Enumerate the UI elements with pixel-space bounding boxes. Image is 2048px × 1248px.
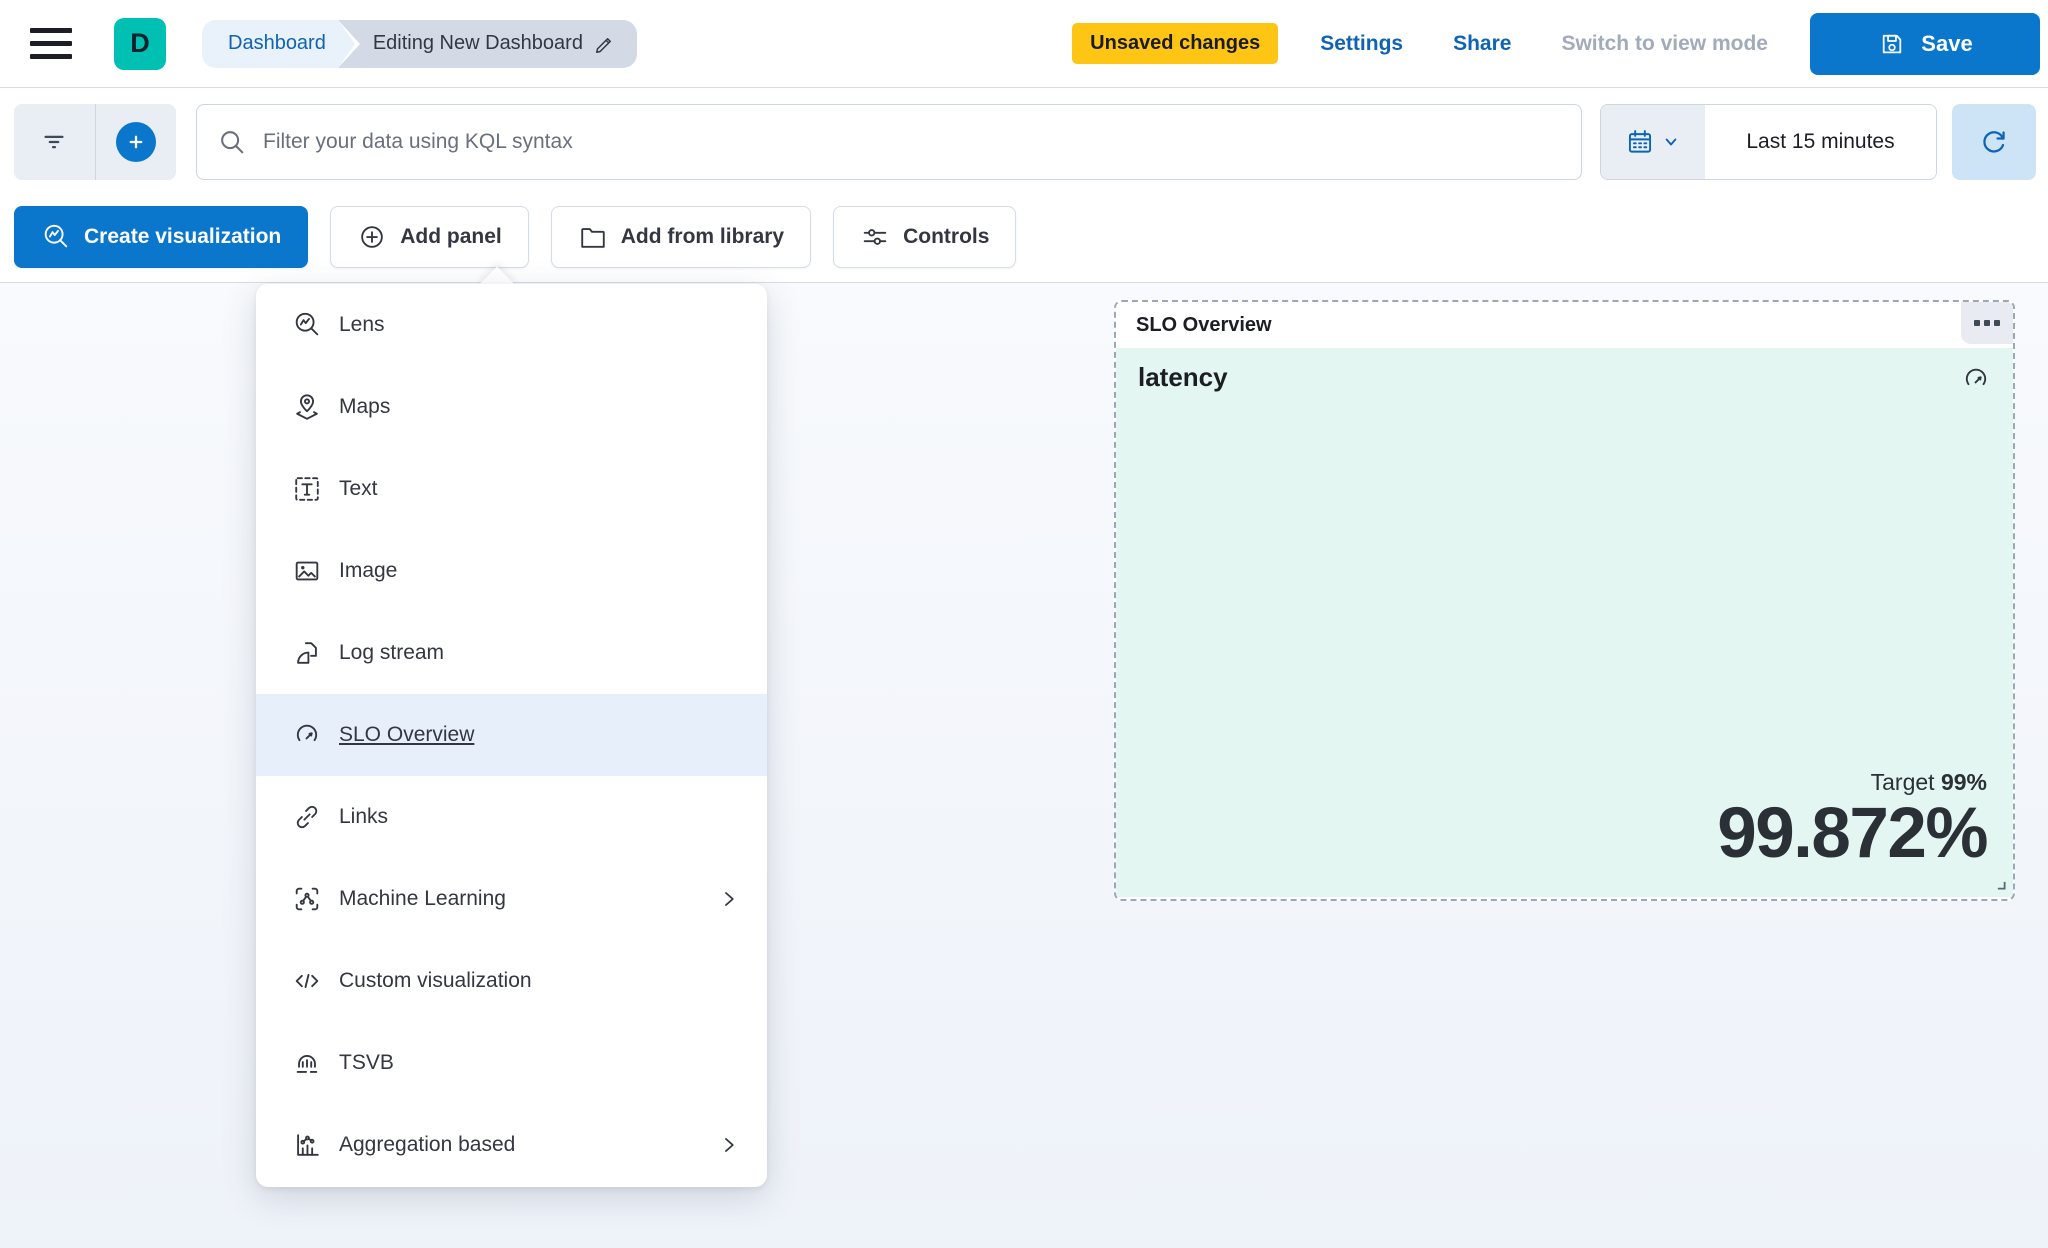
time-picker: Last 15 minutes — [1600, 104, 1937, 180]
query-filter-bar: Last 15 minutes — [0, 88, 2048, 196]
menu-item-links[interactable]: Links — [256, 776, 767, 858]
menu-item-lens[interactable]: Lens — [256, 284, 767, 366]
chevron-right-icon — [717, 887, 741, 911]
chevron-right-icon — [717, 1133, 741, 1157]
filter-menu-button[interactable] — [14, 104, 95, 180]
panel-resize-handle[interactable] — [1990, 874, 2008, 892]
time-picker-calendar-button[interactable] — [1601, 105, 1705, 179]
switch-to-view-mode-link[interactable]: Switch to view mode — [1561, 31, 1768, 55]
refresh-button[interactable] — [1952, 104, 2036, 180]
slo-target: Target 99% — [1870, 769, 1987, 796]
refresh-icon — [1979, 127, 2009, 157]
lens-icon — [292, 310, 322, 340]
links-icon — [292, 802, 322, 832]
folder-icon — [578, 222, 608, 252]
menu-item-custom-visualization[interactable]: Custom visualization — [256, 940, 767, 1022]
machine-learning-icon — [292, 884, 322, 914]
unsaved-changes-badge: Unsaved changes — [1072, 23, 1279, 64]
text-icon — [292, 474, 322, 504]
breadcrumb-editing-dashboard[interactable]: Editing New Dashboard — [336, 19, 637, 68]
panel-header[interactable]: SLO Overview — [1116, 302, 2013, 348]
code-icon — [292, 966, 322, 996]
menu-hamburger-icon[interactable] — [30, 24, 76, 64]
menu-item-tsvb[interactable]: TSVB — [256, 1022, 767, 1104]
plus-in-circle-icon — [357, 222, 387, 252]
menu-item-machine-learning[interactable]: Machine Learning — [256, 858, 767, 940]
panel-title: SLO Overview — [1136, 313, 1272, 336]
maps-icon — [292, 392, 322, 422]
menu-item-log-stream[interactable]: Log stream — [256, 612, 767, 694]
search-icon — [217, 127, 247, 157]
log-stream-icon — [292, 638, 322, 668]
slo-gauge-icon — [292, 720, 322, 750]
save-floppy-icon — [1877, 29, 1907, 59]
sliders-icon — [860, 222, 890, 252]
add-panel-button[interactable]: Add panel — [330, 206, 529, 268]
menu-item-text[interactable]: Text — [256, 448, 767, 530]
menu-item-slo-overview[interactable]: SLO Overview — [256, 694, 767, 776]
settings-link[interactable]: Settings — [1320, 31, 1404, 55]
lens-icon — [41, 222, 71, 252]
slo-target-value: 99% — [1940, 769, 1987, 796]
create-visualization-button[interactable]: Create visualization — [14, 206, 309, 268]
add-from-library-button[interactable]: Add from library — [550, 206, 812, 268]
kql-search-input[interactable] — [263, 130, 1561, 154]
share-link[interactable]: Share — [1453, 31, 1512, 55]
filter-icon — [39, 127, 69, 157]
panel-options-button[interactable] — [1961, 302, 2013, 344]
plus-circle-icon — [115, 122, 156, 162]
aggregation-icon — [292, 1130, 322, 1160]
add-filter-button[interactable] — [94, 104, 177, 180]
menu-item-aggregation-based[interactable]: Aggregation based — [256, 1104, 767, 1186]
breadcrumb: Dashboard Editing New Dashboard — [202, 19, 637, 68]
breadcrumb-dashboard[interactable]: Dashboard — [202, 19, 360, 68]
slo-value: 99.872% — [1717, 794, 1988, 874]
controls-button[interactable]: Controls — [833, 206, 1017, 268]
chevron-down-icon — [1661, 132, 1681, 152]
gauge-icon — [1961, 364, 1991, 394]
menu-item-maps[interactable]: Maps — [256, 366, 767, 448]
time-range-value[interactable]: Last 15 minutes — [1705, 105, 1936, 179]
top-header-bar: D Dashboard Editing New Dashboard Unsave… — [0, 0, 2048, 88]
save-button[interactable]: Save — [1810, 12, 2040, 75]
slo-card: latency Target 99% 99.872% — [1116, 348, 2013, 897]
calendar-icon — [1625, 127, 1655, 157]
kql-search-box — [196, 104, 1582, 180]
tsvb-icon — [292, 1048, 322, 1078]
slo-name: latency — [1138, 362, 1228, 392]
menu-item-image[interactable]: Image — [256, 530, 767, 612]
slo-metric-block: Target 99% 99.872% — [1717, 769, 1988, 874]
add-panel-menu: Lens Maps Text — [256, 284, 767, 1187]
deployment-logo[interactable]: D — [114, 17, 166, 70]
image-icon — [292, 556, 322, 586]
pencil-icon — [593, 32, 617, 56]
edit-toolbar: Create visualization Add panel Add from … — [0, 196, 2048, 283]
filter-controls-group — [14, 104, 176, 180]
slo-overview-panel[interactable]: SLO Overview latency Target 99% 99.872% — [1114, 300, 2015, 901]
